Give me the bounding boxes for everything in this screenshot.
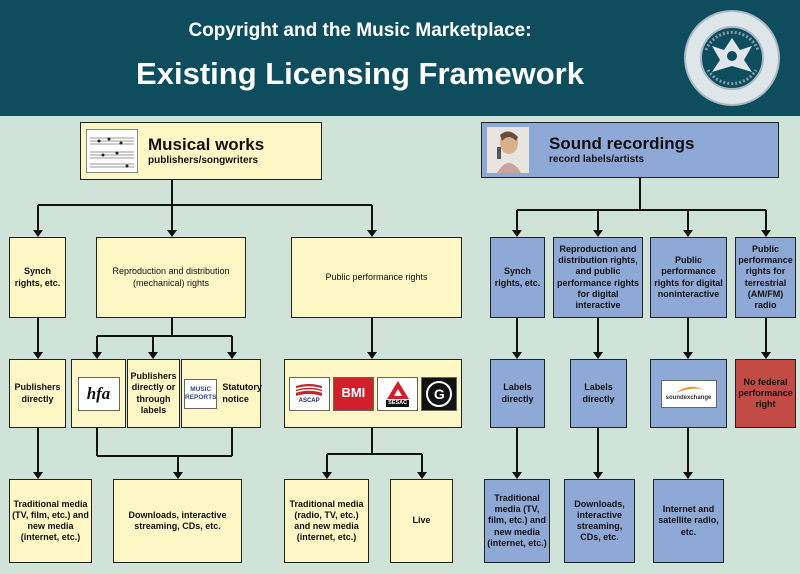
copyright-office-seal-icon	[684, 10, 780, 106]
ascap-logo-text: ASCAP	[298, 397, 320, 404]
musical-traditional-media-box: Traditional media (TV, film, etc.) and n…	[9, 479, 92, 563]
sesac-triangle-icon	[386, 381, 409, 400]
terrestrial-rights-label: Public performance rights for terrestria…	[738, 243, 793, 310]
publishers-directly-box: Publishers directly	[9, 359, 66, 428]
musical-works-subtitle: publishers/songwriters	[148, 155, 259, 167]
soundexchange-swoosh-icon	[675, 386, 702, 393]
sound-recordings-subtitle: record labels/artists	[549, 154, 645, 166]
header-banner: Copyright and the Music Marketplace: Exi…	[0, 0, 800, 116]
soundexchange-box: soundexchange	[650, 359, 727, 428]
bmi-logo-icon: BMI	[332, 376, 374, 411]
title-line-2: Existing Licensing Framework	[136, 56, 584, 91]
soundexchange-logo-icon: soundexchange	[660, 379, 717, 408]
mechanical-rights-box: Reproduction and distribution (mechanica…	[96, 237, 246, 318]
music-reports-logo-icon: MUSIC REPORTS	[184, 378, 218, 409]
sesac-logo-text: SESAC	[386, 400, 410, 407]
internet-satellite-box: Internet and satellite radio, etc.	[653, 479, 724, 563]
singer-photo-icon	[487, 127, 529, 173]
ascap-logo-icon: ASCAP	[288, 376, 330, 411]
noninteractive-rights-label: Public performance rights for digital no…	[654, 255, 723, 299]
sound-recordings-title: Sound recordings	[549, 134, 695, 154]
music-reports-line-2: REPORTS	[185, 393, 217, 401]
musical-public-performance-label: Public performance rights	[325, 271, 428, 282]
publishers-through-labels-label: Publishers directly or through labels	[130, 371, 177, 415]
no-federal-right-label: No federal performance right	[738, 376, 793, 410]
recording-repro-rights-box: Reproduction and distribution rights, an…	[553, 237, 643, 318]
recording-synch-rights-label: Synch rights, etc.	[494, 266, 541, 288]
recording-synch-rights-box: Synch rights, etc.	[490, 237, 545, 318]
live-box: Live	[390, 479, 453, 563]
sheet-music-icon	[86, 129, 138, 173]
musical-traditional-radio-label: Traditional media (radio, TV, etc.) and …	[289, 498, 364, 543]
noninteractive-rights-box: Public performance rights for digital no…	[650, 237, 727, 318]
labels-directly-label-2: Labels directly	[582, 382, 615, 404]
hfa-logo-text: hfa	[86, 383, 111, 403]
internet-satellite-label: Internet and satellite radio, etc.	[658, 504, 719, 537]
recording-repro-rights-label: Reproduction and distribution rights, an…	[556, 243, 640, 310]
bmi-logo-text: BMI	[341, 385, 366, 401]
pro-box: ASCAP BMI SESAC G	[284, 359, 462, 428]
statutory-notice-label: Statutory notice	[222, 382, 262, 404]
labels-directly-box-2: Labels directly	[570, 359, 627, 428]
music-reports-line-1: MUSIC	[190, 386, 212, 394]
statutory-notice-box: MUSIC REPORTS Statutory notice	[181, 359, 262, 428]
recording-downloads-label: Downloads, interactive streaming, CDs, e…	[574, 498, 625, 543]
sound-recordings-box: Sound recordings record labels/artists	[481, 122, 779, 178]
musical-traditional-media-label: Traditional media (TV, film, etc.) and n…	[12, 498, 89, 543]
gmr-logo-text: G	[426, 380, 453, 407]
publishers-directly-label: Publishers directly	[14, 382, 61, 404]
no-federal-right-box: No federal performance right	[735, 359, 796, 428]
title-line-1: Copyright and the Music Marketplace:	[188, 20, 532, 41]
musical-traditional-radio-box: Traditional media (radio, TV, etc.) and …	[284, 479, 369, 563]
hfa-box: hfa	[71, 359, 126, 428]
labels-directly-box-1: Labels directly	[490, 359, 545, 428]
recording-traditional-media-label: Traditional media (TV, film, etc.) and n…	[487, 492, 547, 548]
sesac-logo-icon: SESAC	[377, 376, 419, 411]
musical-synch-rights-label: Synch rights, etc.	[14, 266, 61, 288]
terrestrial-rights-box: Public performance rights for terrestria…	[735, 237, 796, 318]
musical-works-box: Musical works publishers/songwriters	[80, 122, 322, 180]
gmr-logo-icon: G	[421, 376, 458, 411]
mechanical-rights-label: Reproduction and distribution (mechanica…	[112, 266, 230, 288]
musical-downloads-box: Downloads, interactive streaming, CDs, e…	[113, 479, 242, 563]
musical-works-title: Musical works	[148, 135, 265, 155]
recording-traditional-media-box: Traditional media (TV, film, etc.) and n…	[484, 479, 550, 563]
labels-directly-label-1: Labels directly	[501, 382, 534, 404]
musical-public-performance-box: Public performance rights	[291, 237, 462, 318]
musical-synch-rights-box: Synch rights, etc.	[9, 237, 66, 318]
hfa-logo-icon: hfa	[77, 376, 120, 411]
recording-downloads-box: Downloads, interactive streaming, CDs, e…	[564, 479, 635, 563]
live-label: Live	[412, 515, 431, 526]
publishers-through-labels-box: Publishers directly or through labels	[127, 359, 180, 428]
soundexchange-logo-text: soundexchange	[665, 394, 712, 401]
ascap-flag-icon	[295, 383, 323, 396]
musical-downloads-label: Downloads, interactive streaming, CDs, e…	[128, 509, 227, 531]
